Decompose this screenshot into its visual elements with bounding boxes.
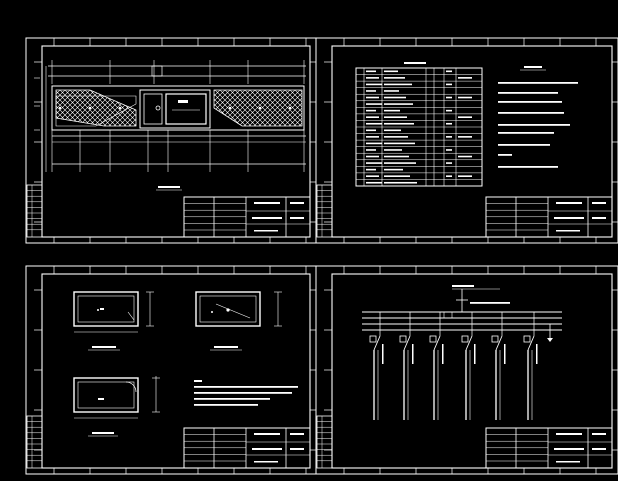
notes-block (498, 66, 578, 168)
feeder-5 (491, 312, 506, 420)
materials-table (355, 62, 483, 187)
sheet-distribution-diagram (315, 265, 618, 475)
hatched-zone-right (213, 89, 303, 127)
title-block (183, 427, 311, 469)
title-block (183, 196, 311, 238)
title-block (485, 427, 613, 469)
plan-layout (34, 60, 306, 191)
room-details (73, 291, 298, 437)
feeder-1 (369, 312, 384, 420)
hatched-zone-left (55, 89, 137, 127)
feeder-6 (523, 312, 538, 420)
feeder-4 (461, 312, 476, 420)
sheet-room-details (25, 265, 317, 475)
feeder-2 (399, 312, 414, 420)
sheet-plan-layout (25, 37, 317, 244)
distribution-diagram (362, 285, 562, 420)
feeder-3 (429, 312, 444, 420)
sheet-materials-and-notes (315, 37, 618, 244)
title-block (485, 196, 613, 238)
